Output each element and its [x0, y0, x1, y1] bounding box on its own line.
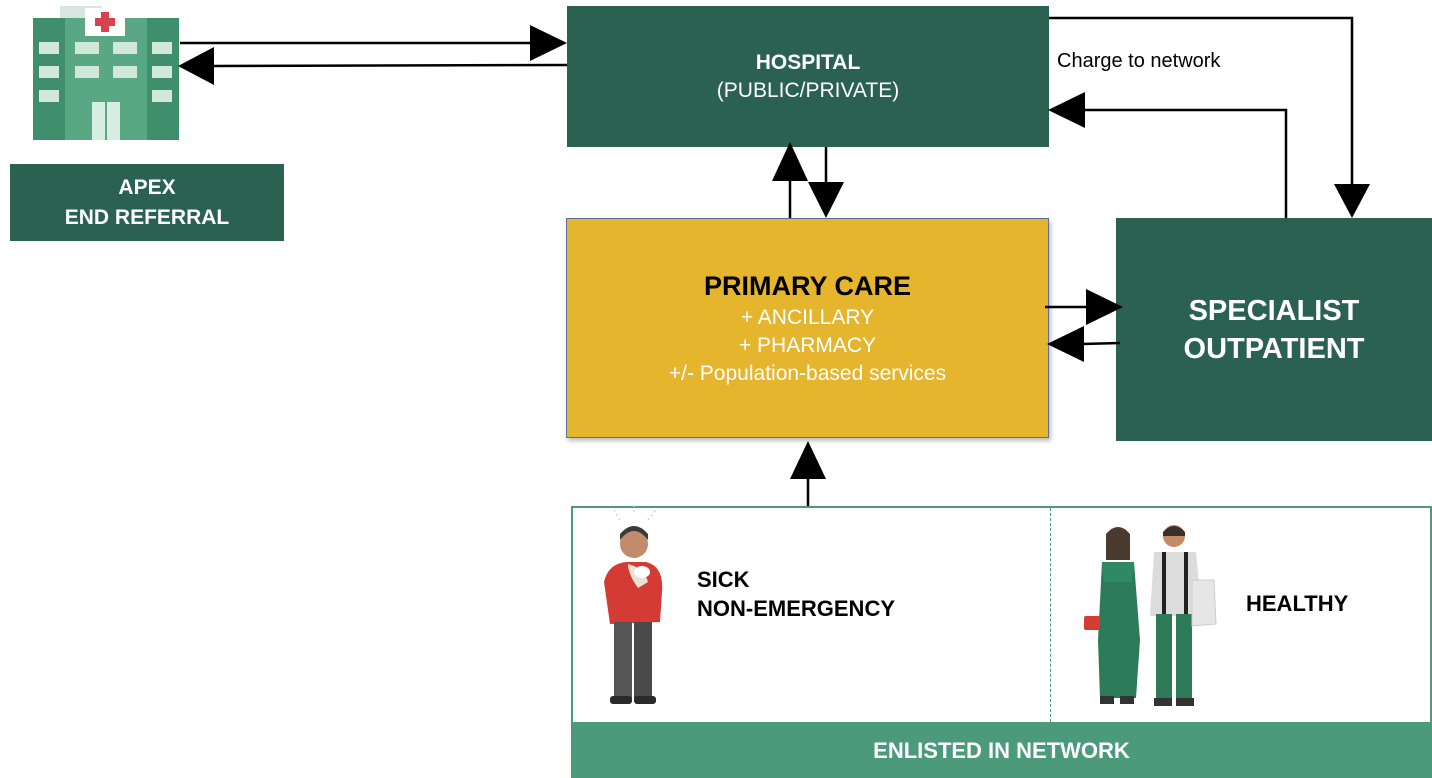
- hospital-subtitle: (PUBLIC/PRIVATE): [716, 78, 900, 102]
- apex-end-referral-box: APEX END REFERRAL: [10, 164, 284, 241]
- hospital-title: HOSPITAL: [755, 50, 861, 74]
- arrowhead-specialist-to-hospital: [1048, 92, 1085, 128]
- apex-label-line1: APEX: [118, 175, 176, 199]
- arrowhead-specialist-to-primary: [1047, 326, 1084, 362]
- arrow-hospital-to-apex: [211, 63, 568, 68]
- enlisted-in-network-label: ENLISTED IN NETWORK: [873, 738, 1130, 763]
- primary-care-title: PRIMARY CARE: [703, 271, 912, 301]
- arrow-specialist-to-hospital: [1082, 108, 1288, 218]
- sick-label-line2: NON-EMERGENCY: [697, 596, 896, 621]
- specialist-outpatient-box: SPECIALIST OUTPATIENT: [1116, 218, 1432, 441]
- sick-label-line1: SICK: [697, 567, 750, 592]
- sick-person-icon: [604, 502, 663, 704]
- primary-care-pharmacy: + PHARMACY: [738, 334, 877, 357]
- sick-label: SICK NON-EMERGENCY: [697, 565, 895, 623]
- population-panel: [571, 506, 1432, 724]
- arrowhead-hospital-to-apex: [178, 47, 214, 85]
- arrow-specialist-to-primary: [1081, 341, 1121, 346]
- primary-care-box: PRIMARY CARE + ANCILLARY + PHARMACY +/- …: [566, 218, 1049, 438]
- arrowhead-hospital-to-specialist: [1334, 184, 1370, 218]
- apex-label-line2: END REFERRAL: [64, 205, 230, 229]
- arrowhead-population-to-primary: [790, 441, 826, 479]
- arrowhead-primary-to-specialist: [1086, 289, 1123, 325]
- hospital-box: HOSPITAL (PUBLIC/PRIVATE): [567, 6, 1049, 147]
- healthy-people-icon: [1084, 525, 1217, 706]
- arrow-hospital-to-specialist: [1049, 16, 1354, 188]
- primary-care-population-services: +/- Population-based services: [668, 362, 947, 385]
- hospital-building-icon: [33, 6, 179, 140]
- arrowhead-hospital-to-primary: [808, 182, 844, 218]
- enlisted-in-network-bar: ENLISTED IN NETWORK: [571, 724, 1432, 778]
- arrowhead-apex-to-hospital: [530, 25, 567, 61]
- population-divider: [1050, 508, 1051, 722]
- primary-care-ancillary: + ANCILLARY: [740, 306, 875, 329]
- arrowhead-primary-to-hospital: [772, 142, 808, 181]
- healthy-label: HEALTHY: [1246, 591, 1349, 616]
- specialist-line2: OUTPATIENT: [1183, 332, 1365, 365]
- specialist-line1: SPECIALIST: [1188, 294, 1360, 327]
- charge-to-network-label: Charge to network: [1057, 50, 1221, 72]
